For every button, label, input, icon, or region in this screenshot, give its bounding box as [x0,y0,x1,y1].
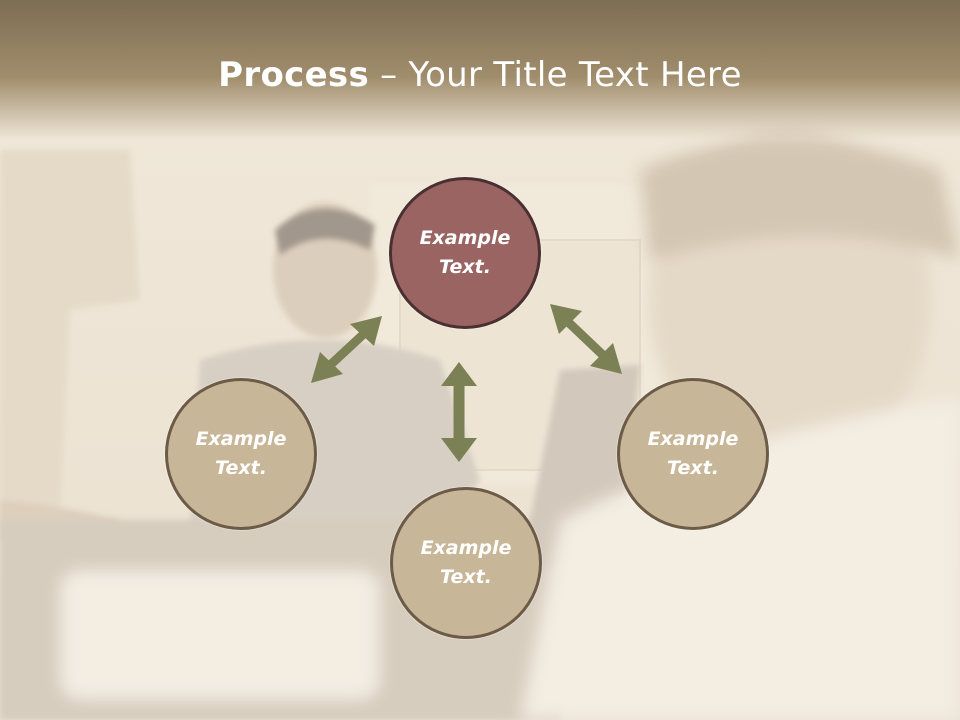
process-node-right: Example Text. [617,378,769,530]
process-node-bottom: Example Text. [390,487,542,639]
title-rest: – Your Title Text Here [369,55,742,95]
slide-title: Process – Your Title Text Here [0,52,960,98]
title-bold: Process [218,55,370,95]
process-node-top: Example Text. [389,177,541,329]
node-label-bottom: Example Text. [420,537,512,588]
node-label-left: Example Text. [195,428,287,479]
process-node-left: Example Text. [165,378,317,530]
node-label-right: Example Text. [647,428,739,479]
title-bar [0,0,960,140]
node-label-top: Example Text. [419,227,511,278]
